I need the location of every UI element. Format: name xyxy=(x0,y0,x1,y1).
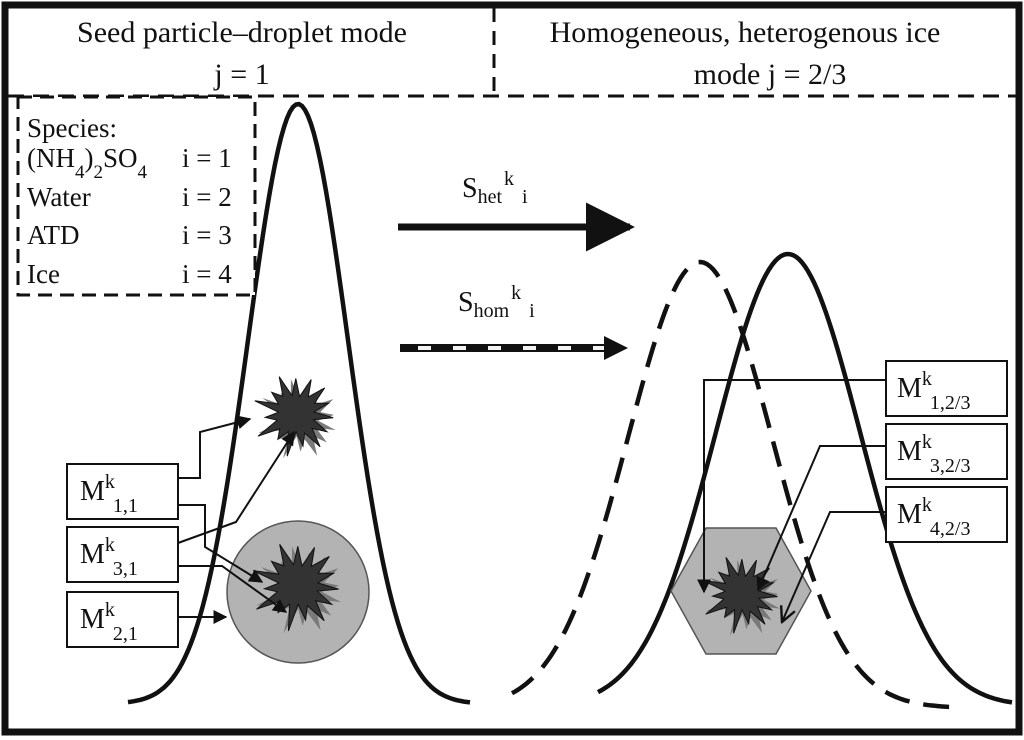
connector-m31-to-dry-particle xyxy=(177,430,295,544)
m-3-23-box xyxy=(885,423,1008,480)
seed-droplet-distribution-curve xyxy=(127,101,471,705)
m-3-1-box xyxy=(66,526,179,583)
m-4-23-box xyxy=(885,486,1008,543)
species-name-ice: Ice xyxy=(27,259,60,289)
species-name-atd: ATD xyxy=(27,220,80,250)
seed-particle-dry xyxy=(254,376,336,459)
homogeneous-ice-distribution-curve xyxy=(510,259,951,710)
m-1-23-box xyxy=(885,360,1008,417)
species-index-4: i = 4 xyxy=(182,259,232,289)
m-2-1-box xyxy=(66,591,179,648)
species-index-2: i = 2 xyxy=(182,182,232,212)
right-mode-index: mode j = 2/3 xyxy=(694,58,847,91)
s-hom-label: Shomki xyxy=(458,282,535,322)
particle-core xyxy=(252,544,339,632)
homogeneous-arrow-head xyxy=(604,336,628,360)
connector-m323-to-ice-core xyxy=(756,445,886,592)
right-mode-title: Homogeneous, heterogenous ice xyxy=(550,16,941,49)
m-1-1-box xyxy=(66,463,179,520)
species-legend-box xyxy=(16,95,257,297)
s-het-label: Shetki xyxy=(462,168,528,208)
species-index-3: i = 3 xyxy=(182,220,232,250)
left-mode-title: Seed particle–droplet mode xyxy=(77,16,407,49)
species-title: Species: xyxy=(27,113,117,143)
heterogeneous-ice-distribution-curve xyxy=(596,251,1013,705)
species-legend: Species: (NH4)2SO4 i = 1 Water i = 2 ATD… xyxy=(27,113,232,289)
left-mode-index: j = 1 xyxy=(213,58,269,91)
connector-m123-to-ice-core xyxy=(697,379,886,594)
connector-m423-to-ice-shell xyxy=(782,511,886,622)
connector-m31-to-droplet-core xyxy=(178,565,288,613)
connector-m11-to-droplet-core xyxy=(178,504,264,583)
species-name-water: Water xyxy=(27,182,91,212)
connector-m11-to-dry-particle xyxy=(178,415,252,479)
particle-core xyxy=(254,376,334,457)
species-index-1: i = 1 xyxy=(182,143,232,173)
